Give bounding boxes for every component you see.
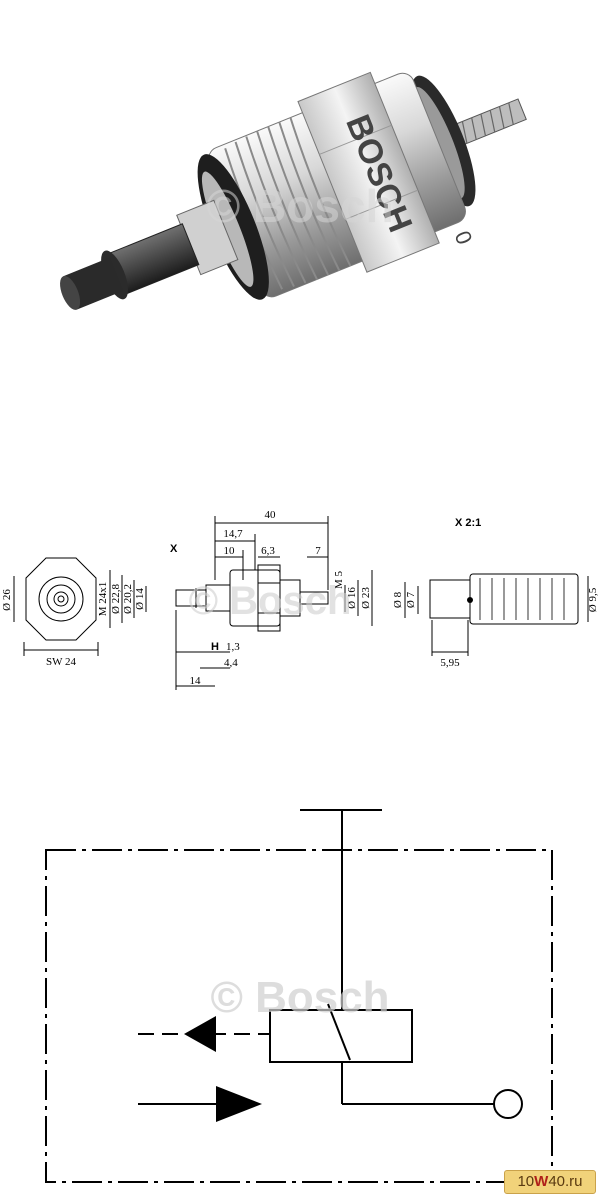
left-arrowhead bbox=[184, 1016, 216, 1052]
dashed-boundary bbox=[45, 849, 553, 1183]
thread-m5-label: M 5 bbox=[333, 570, 345, 589]
sw-24-label: SW 24 bbox=[46, 656, 77, 668]
hex-nut bbox=[297, 71, 440, 273]
dim-14: 14 bbox=[190, 675, 202, 687]
thread-m24-label: M 24x1 bbox=[97, 582, 109, 617]
dim-10: 10 bbox=[224, 545, 236, 557]
badge-suffix: 40.ru bbox=[548, 1173, 583, 1190]
dia-26-label: Ø 26 bbox=[1, 589, 13, 611]
dia-16-label: Ø 16 bbox=[346, 587, 358, 609]
dia-7-label: Ø 7 bbox=[405, 591, 417, 608]
stroke-h-label: H bbox=[211, 641, 219, 653]
badge-prefix: 10 bbox=[517, 1173, 535, 1190]
schematic-svg: © Bosch bbox=[45, 809, 553, 1183]
dia-23-label: Ø 23 bbox=[360, 587, 372, 609]
drawing-watermark: © Bosch bbox=[189, 579, 352, 623]
threaded-stud bbox=[452, 98, 527, 147]
detail-title: X 2:1 bbox=[455, 517, 481, 529]
dia-9-5-label: Ø 9,5 bbox=[587, 587, 599, 612]
front-view-hex bbox=[25, 557, 97, 641]
dimension-drawing: 40 14,7 10 6,3 7 X X 2:1 Ø 26 SW 24 M 24… bbox=[0, 420, 600, 750]
right-arrowhead bbox=[216, 1086, 262, 1122]
dim-7: 7 bbox=[315, 545, 321, 557]
body-thread bbox=[224, 117, 352, 290]
body-digit: 0 bbox=[450, 227, 478, 248]
dim-40: 40 bbox=[265, 509, 277, 521]
dia-20-2-label: Ø 20,2 bbox=[122, 584, 134, 614]
dimension-drawing-svg: 40 14,7 10 6,3 7 X X 2:1 Ø 26 SW 24 M 24… bbox=[1, 509, 599, 690]
dia-8-label: Ø 8 bbox=[392, 591, 404, 608]
dim-6-3: 6,3 bbox=[261, 545, 275, 557]
badge-letter: W bbox=[534, 1173, 549, 1190]
detail-view bbox=[429, 579, 471, 619]
dia-14-label: Ø 14 bbox=[134, 588, 146, 610]
dim-5-95: 5,95 bbox=[440, 657, 460, 669]
dim-4-4: 4,4 bbox=[224, 657, 238, 669]
product-photo: BOSCH 0 © Bosch bbox=[0, 0, 600, 420]
circuit-schematic: © Bosch bbox=[0, 750, 600, 1200]
dim-14-7: 14,7 bbox=[223, 528, 243, 540]
solenoid-photo-illustration: BOSCH 0 © Bosch bbox=[60, 71, 527, 310]
site-badge: 10W40.ru bbox=[504, 1170, 596, 1194]
detail-marker-x: X bbox=[170, 543, 178, 555]
coil-diagonal bbox=[327, 1003, 351, 1061]
dia-22-8-label: Ø 22,8 bbox=[110, 584, 122, 614]
ground-terminal-circle bbox=[493, 1089, 523, 1119]
photo-watermark: © Bosch bbox=[206, 180, 393, 232]
dim-1-3: 1,3 bbox=[226, 641, 240, 653]
schematic-watermark: © Bosch bbox=[210, 973, 389, 1022]
